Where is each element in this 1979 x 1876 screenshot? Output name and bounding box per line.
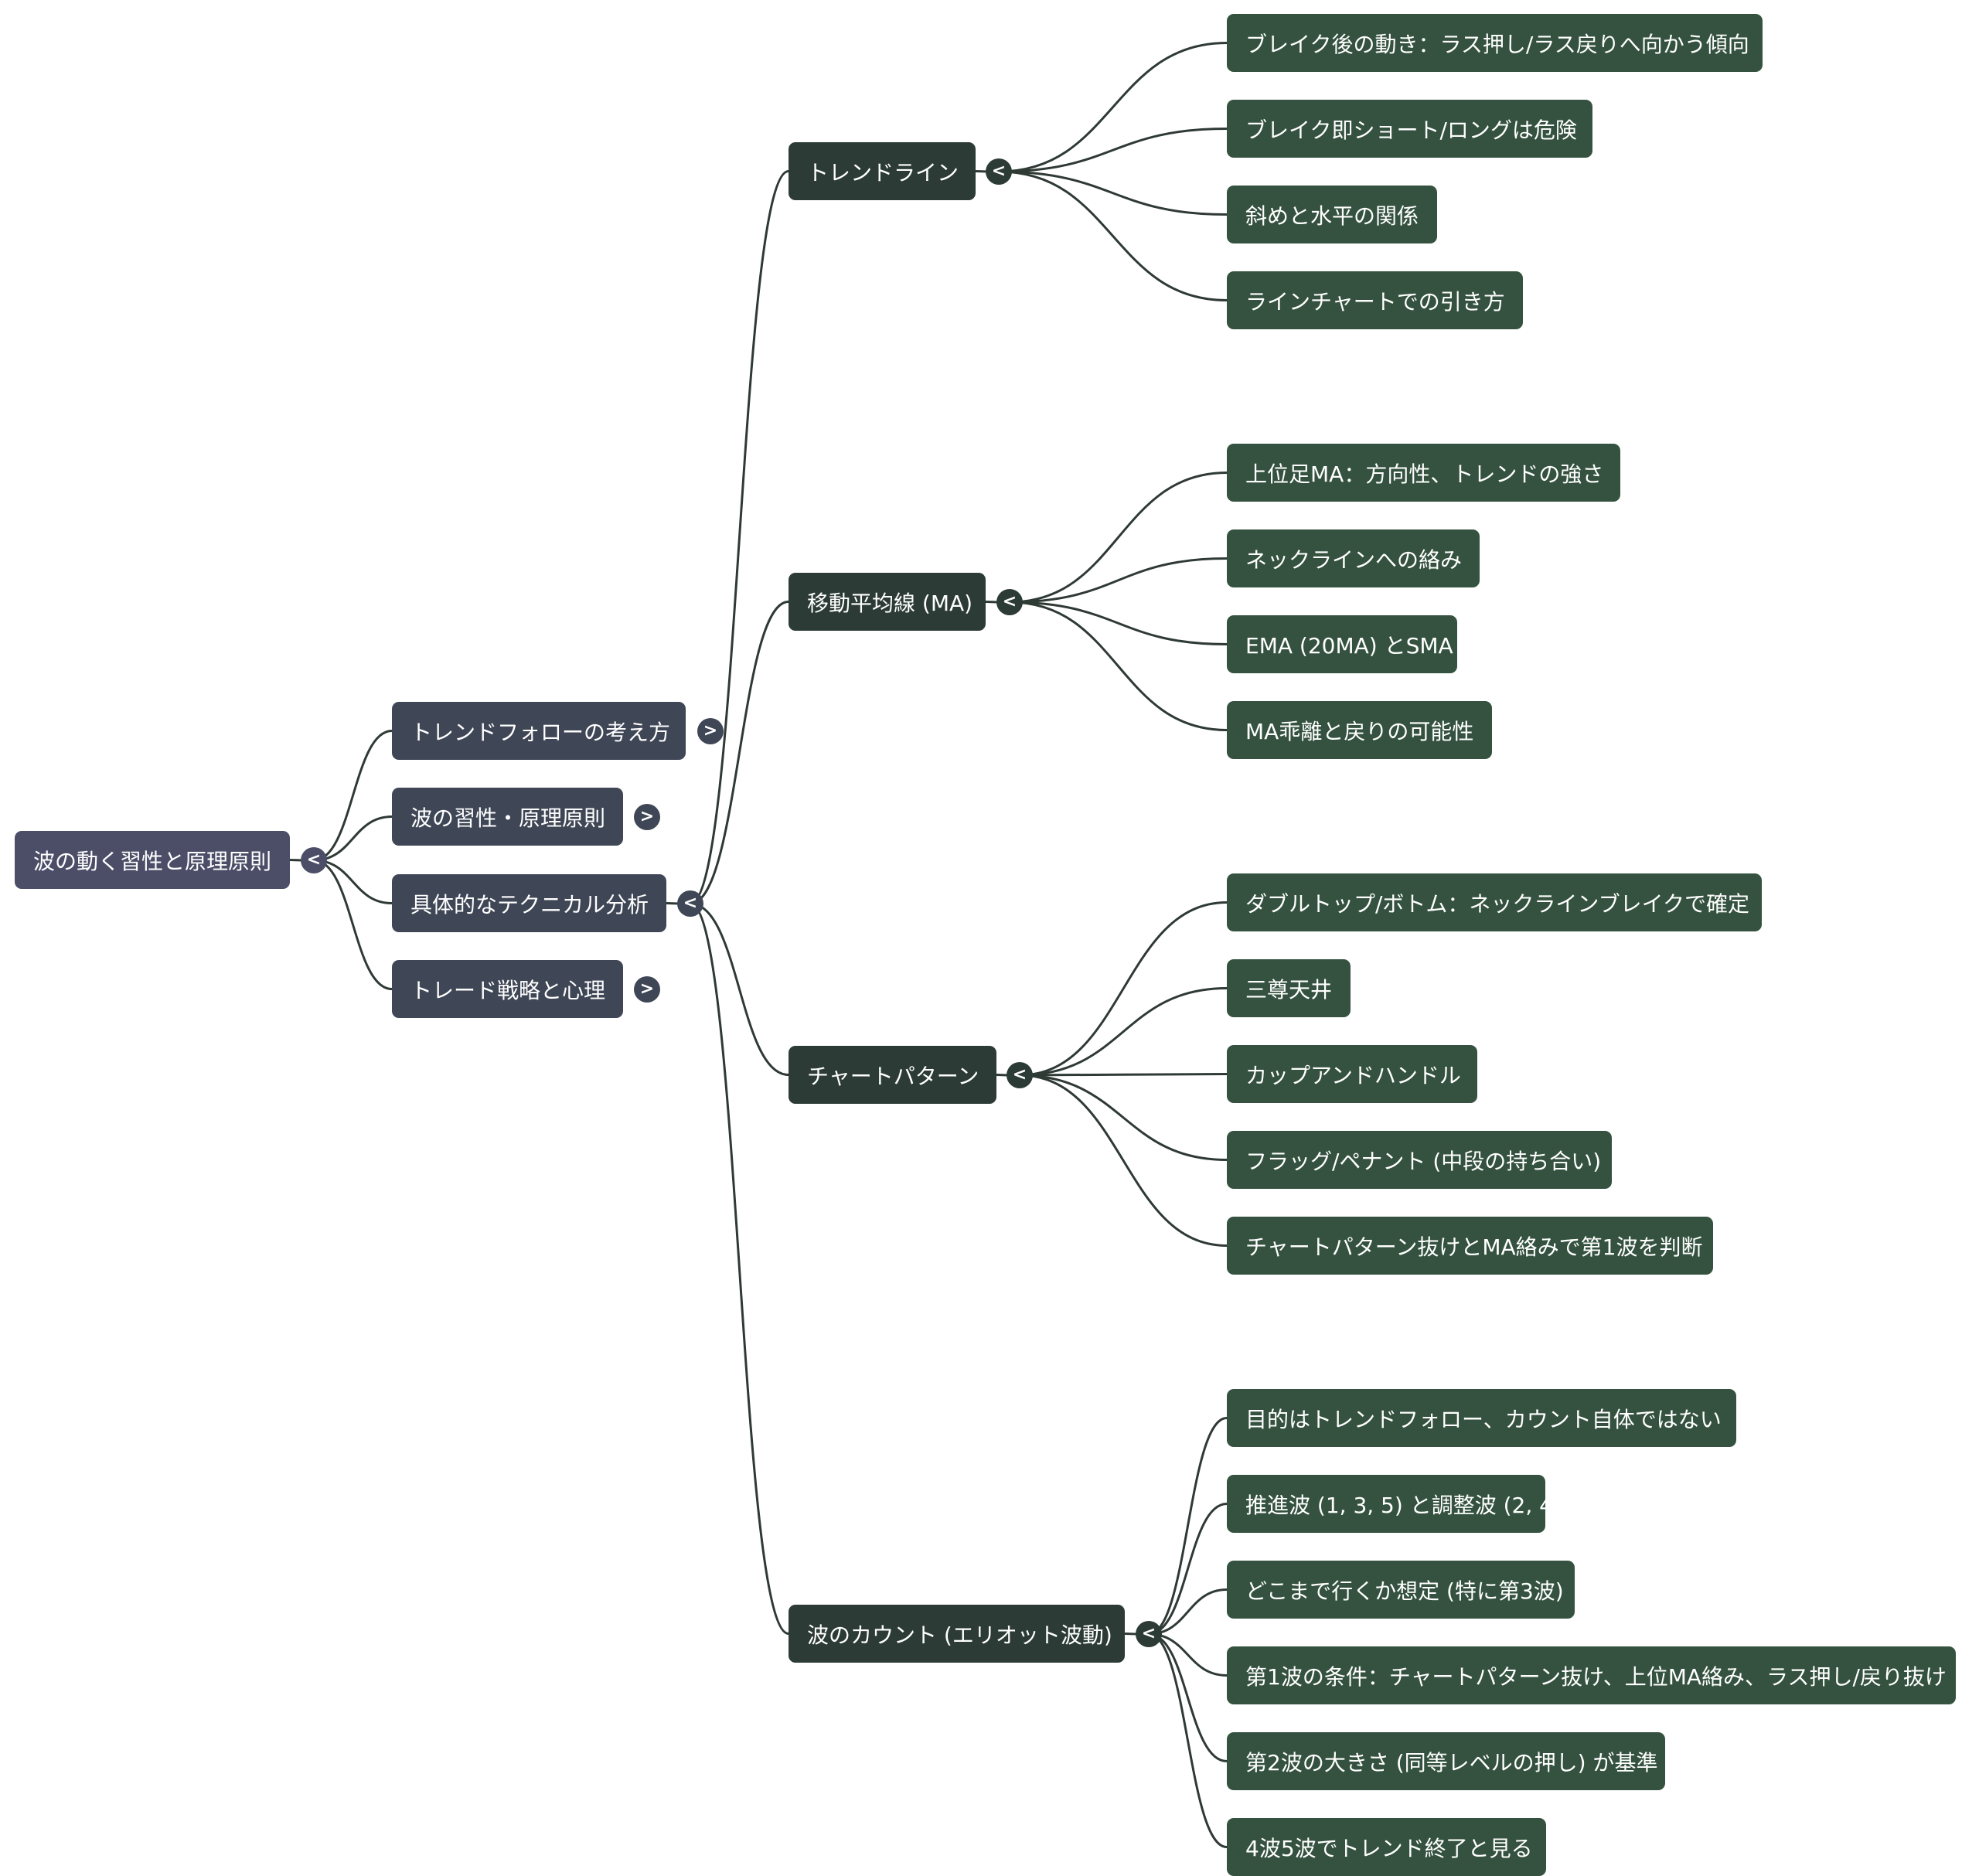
branch-label: 具体的なテクニカル分析 — [410, 891, 649, 918]
topic-moving-average[interactable]: 移動平均線 (MA) — [789, 573, 986, 631]
leaf-node[interactable]: 上位足MA：方向性、トレンドの強さ — [1227, 444, 1620, 502]
topic-leaf-connector — [1148, 1633, 1228, 1762]
topic-collapse-toggle-icon[interactable]: < — [996, 589, 1023, 615]
branch-expand-toggle-icon[interactable]: > — [697, 718, 724, 744]
topic-chart-pattern[interactable]: チャートパターン — [789, 1046, 996, 1104]
leaf-label: 三尊天井 — [1245, 976, 1333, 1003]
topic-leaf-connector — [1019, 1074, 1228, 1161]
leaf-node[interactable]: 第1波の条件：チャートパターン抜け、上位MA絡み、ラス押し/戻り抜け — [1227, 1646, 1956, 1704]
leaf-node[interactable]: 第2波の大きさ (同等レベルの押し) が基準 — [1227, 1732, 1665, 1790]
root-node[interactable]: 波の動く習性と原理原則 — [15, 831, 290, 889]
topic-collapse-toggle-icon[interactable]: < — [1007, 1062, 1033, 1088]
leaf-node[interactable]: 4波5波でトレンド終了と見る — [1227, 1818, 1546, 1876]
topic-label: トレンドライン — [807, 159, 959, 186]
leaf-node[interactable]: 斜めと水平の関係 — [1227, 186, 1437, 243]
branch-trend-follow[interactable]: トレンドフォローの考え方 — [392, 702, 686, 760]
branch-wave-habits[interactable]: 波の習性・原理原則 — [392, 788, 623, 846]
connector-stub — [985, 601, 999, 604]
topic-leaf-connector — [1019, 1073, 1228, 1077]
leaf-node[interactable]: どこまで行くか想定 (特に第3波) — [1227, 1561, 1575, 1619]
topic-leaf-connector — [1019, 1074, 1228, 1247]
leaf-node[interactable]: フラッグ/ペナント (中段の持ち合い) — [1227, 1131, 1612, 1189]
leaf-node[interactable]: 推進波 (1, 3, 5) と調整波 (2, 4) — [1227, 1475, 1562, 1533]
branch-label: トレード戦略と心理 — [410, 977, 606, 1003]
root-branch-connector — [313, 730, 393, 862]
root-branch-connector — [313, 859, 393, 990]
leaf-node[interactable]: カップアンドハンドル — [1227, 1045, 1477, 1103]
root-branch-connector — [313, 859, 393, 904]
leaf-node[interactable]: MA乖離と戻りの可能性 — [1227, 701, 1492, 759]
topic-trendline[interactable]: トレンドライン — [789, 142, 976, 200]
leaf-label: 推進波 (1, 3, 5) と調整波 (2, 4) — [1245, 1492, 1562, 1518]
leaf-label: ブレイク即ショート/ロングは危険 — [1245, 117, 1577, 143]
topic-elliott-wave-count[interactable]: 波のカウント (エリオット波動) — [789, 1605, 1125, 1663]
topic-leaf-connector — [1009, 557, 1228, 604]
topic-leaf-connector — [1148, 1417, 1228, 1636]
leaf-label: チャートパターン抜けとMA絡みで第1波を判断 — [1245, 1234, 1703, 1260]
branch-expand-toggle-icon[interactable]: > — [634, 976, 660, 1003]
leaf-label: ブレイク後の動き：ラス押し/ラス戻りへ向かう傾向 — [1245, 31, 1749, 57]
branch-trade-strategy[interactable]: トレード戦略と心理 — [392, 960, 623, 1018]
leaf-node[interactable]: ラインチャートでの引き方 — [1227, 271, 1523, 329]
topic-leaf-connector — [998, 170, 1228, 216]
leaf-label: フラッグ/ペナント (中段の持ち合い) — [1245, 1148, 1602, 1174]
topic-collapse-toggle-icon[interactable]: < — [986, 158, 1012, 185]
branch-label: 波の習性・原理原則 — [410, 805, 606, 831]
topic-leaf-connector — [1148, 1503, 1228, 1636]
connector-stub — [1124, 1633, 1138, 1636]
topic-leaf-connector — [998, 128, 1228, 173]
leaf-label: どこまで行くか想定 (特に第3波) — [1245, 1578, 1564, 1604]
leaf-label: 斜めと水平の関係 — [1245, 203, 1419, 229]
topic-collapse-toggle-icon[interactable]: < — [1136, 1621, 1162, 1647]
branch-topic-connector — [690, 170, 789, 905]
leaf-label: 第1波の条件：チャートパターン抜け、上位MA絡み、ラス押し/戻り抜け — [1245, 1663, 1947, 1690]
leaf-label: 目的はトレンドフォロー、カウント自体ではない — [1245, 1406, 1722, 1432]
leaf-label: ダブルトップ/ボトム：ネックラインブレイクで確定 — [1245, 890, 1750, 917]
leaf-node[interactable]: チャートパターン抜けとMA絡みで第1波を判断 — [1227, 1217, 1713, 1275]
topic-leaf-connector — [1009, 472, 1228, 604]
leaf-label: ネックラインへの絡み — [1245, 546, 1463, 573]
branch-expand-toggle-icon[interactable]: > — [634, 804, 660, 830]
leaf-node[interactable]: ネックラインへの絡み — [1227, 529, 1480, 587]
leaf-node[interactable]: 三尊天井 — [1227, 959, 1351, 1017]
leaf-node[interactable]: ブレイク即ショート/ロングは危険 — [1227, 100, 1592, 158]
leaf-node[interactable]: ダブルトップ/ボトム：ネックラインブレイクで確定 — [1227, 873, 1762, 931]
leaf-node[interactable]: 目的はトレンドフォロー、カウント自体ではない — [1227, 1389, 1736, 1447]
topic-label: チャートパターン — [807, 1063, 979, 1089]
leaf-label: カップアンドハンドル — [1245, 1062, 1461, 1088]
leaf-label: EMA (20MA) とSMA — [1245, 632, 1453, 659]
leaf-label: MA乖離と戻りの可能性 — [1245, 718, 1474, 744]
topic-leaf-connector — [998, 42, 1228, 173]
topic-leaf-connector — [1009, 601, 1228, 645]
topic-label: 波のカウント (エリオット波動) — [807, 1622, 1112, 1648]
connector-stub — [289, 859, 303, 862]
leaf-label: ラインチャートでの引き方 — [1245, 288, 1505, 315]
topic-leaf-connector — [1019, 901, 1228, 1077]
leaf-node[interactable]: ブレイク後の動き：ラス押し/ラス戻りへ向かう傾向 — [1227, 14, 1763, 72]
branch-technical-analysis[interactable]: 具体的なテクニカル分析 — [392, 874, 666, 932]
leaf-label: 4波5波でトレンド終了と見る — [1245, 1835, 1533, 1861]
branch-topic-connector — [690, 601, 789, 905]
leaf-label: 第2波の大きさ (同等レベルの押し) が基準 — [1245, 1749, 1658, 1776]
topic-leaf-connector — [1009, 601, 1228, 731]
branch-topic-connector — [690, 902, 789, 1076]
topic-leaf-connector — [1148, 1633, 1228, 1848]
root-node-label: 波の動く習性と原理原則 — [33, 848, 272, 874]
branch-topic-connector — [690, 902, 789, 1635]
topic-label: 移動平均線 (MA) — [807, 590, 973, 616]
leaf-label: 上位足MA：方向性、トレンドの強さ — [1245, 461, 1604, 487]
branch-label: トレンドフォローの考え方 — [410, 719, 671, 745]
connector-stub — [996, 1074, 1009, 1077]
topic-leaf-connector — [1019, 987, 1228, 1077]
topic-leaf-connector — [998, 170, 1228, 301]
branch-collapse-toggle-icon[interactable]: < — [677, 890, 703, 917]
leaf-node[interactable]: EMA (20MA) とSMA — [1227, 615, 1457, 673]
root-collapse-toggle-icon[interactable]: < — [301, 847, 327, 873]
